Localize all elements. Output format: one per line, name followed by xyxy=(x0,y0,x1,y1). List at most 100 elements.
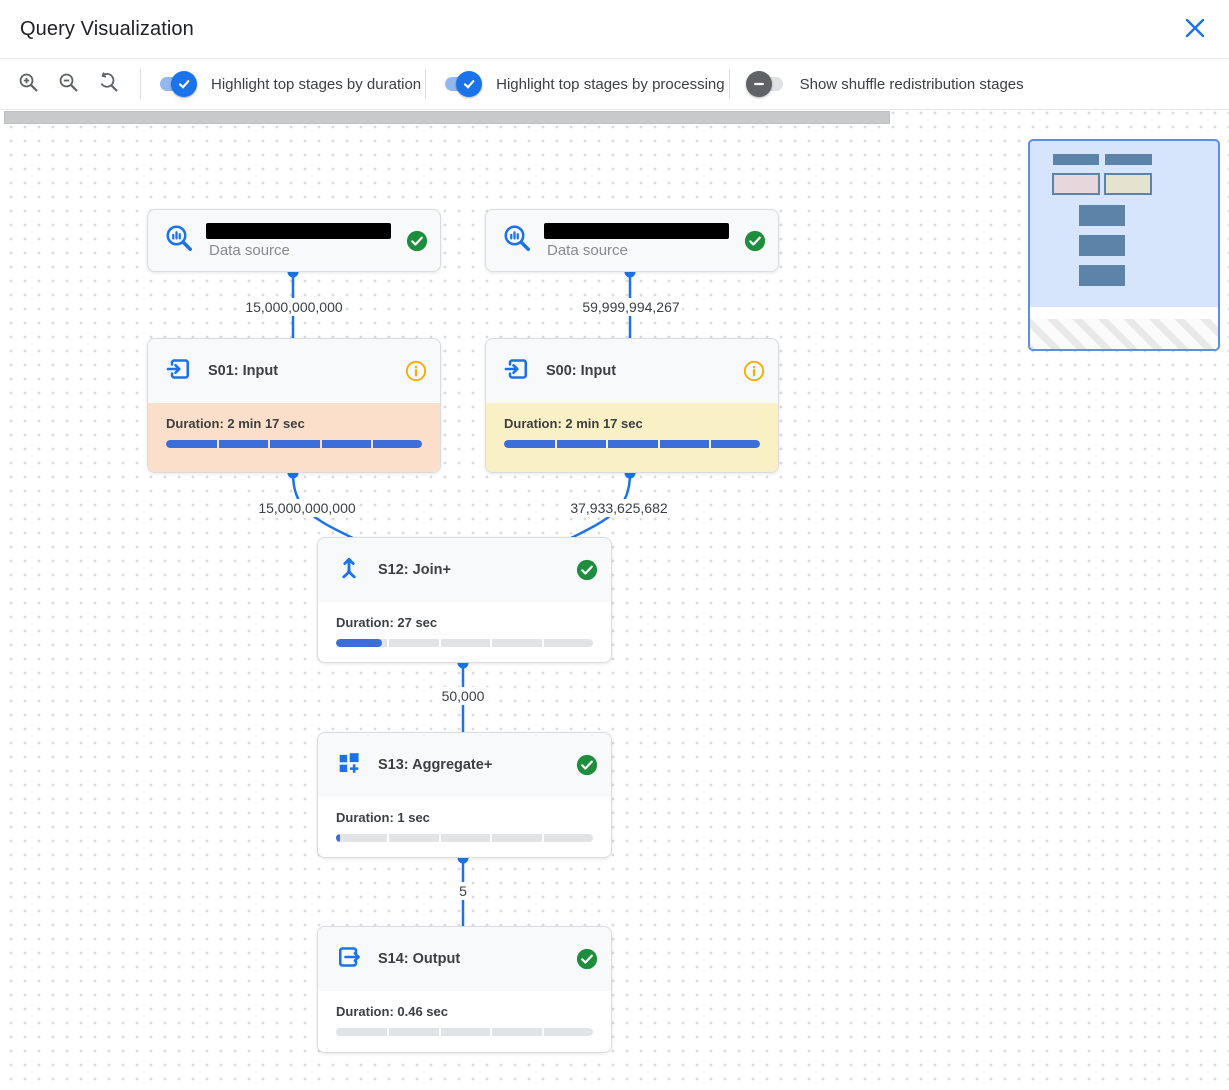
duration-progress-bar xyxy=(336,639,593,647)
progress-fill xyxy=(336,639,383,647)
node-stage-s00-input[interactable]: S00: Input Duration: 2 min 17 sec xyxy=(485,338,779,473)
zoom-out-icon xyxy=(57,71,81,98)
stage-header: S14: Output xyxy=(318,927,611,991)
progress-fill xyxy=(336,834,340,842)
edge-row-count: 59,999,994,267 xyxy=(579,298,683,316)
minimap-node xyxy=(1053,154,1099,165)
highlight-processing-label: Highlight top stages by processing xyxy=(496,75,725,93)
progress-fill xyxy=(504,440,760,448)
zoom-in-icon xyxy=(17,71,41,98)
stage-title: S14: Output xyxy=(378,951,461,967)
input-icon xyxy=(503,355,531,388)
data-source-label: Data source xyxy=(547,241,628,259)
stage-title: S01: Input xyxy=(208,363,279,379)
success-check-icon xyxy=(576,948,598,970)
minimap-node xyxy=(1079,235,1125,256)
success-check-icon xyxy=(576,754,598,776)
toolbar-divider xyxy=(140,69,141,99)
duration-label: Duration: 27 sec xyxy=(336,615,438,630)
close-button[interactable] xyxy=(1181,15,1209,43)
info-icon[interactable] xyxy=(743,360,765,382)
toolbar-divider xyxy=(728,69,730,99)
page-title: Query Visualization xyxy=(20,17,194,40)
node-data-source-2[interactable]: Data source xyxy=(485,209,779,272)
zoom-reset-icon xyxy=(97,71,121,98)
success-check-icon xyxy=(406,230,428,252)
node-stage-s01-input[interactable]: S01: Input Duration: 2 min 17 sec xyxy=(147,338,441,473)
stage-duration-section: Duration: 1 sec xyxy=(318,797,611,857)
node-data-source-1[interactable]: Data source xyxy=(147,209,441,272)
zoom-in-button[interactable] xyxy=(16,71,42,97)
edge-row-count: 5 xyxy=(456,882,470,900)
output-icon xyxy=(335,943,363,976)
data-source-info: Data source xyxy=(206,222,398,259)
edge-row-count: 37,933,625,682 xyxy=(567,499,671,517)
stage-duration-section: Duration: 27 sec xyxy=(318,602,611,662)
highlight-duration-toggle[interactable] xyxy=(157,71,197,97)
minimap-empty-strip xyxy=(1030,307,1218,319)
redacted-table-name xyxy=(206,222,391,239)
data-source-label: Data source xyxy=(209,241,290,259)
toolbar: Highlight top stages by duration Highlig… xyxy=(0,59,1229,110)
stage-header: S00: Input xyxy=(486,339,778,403)
horizontal-scrollbar[interactable] xyxy=(4,111,890,124)
stage-duration-section: Duration: 2 min 17 sec xyxy=(148,403,440,472)
show-shuffle-toggle[interactable] xyxy=(745,71,786,97)
toggle-knob-check-icon xyxy=(171,71,197,97)
data-source-icon xyxy=(164,223,194,258)
info-icon[interactable] xyxy=(405,360,427,382)
toggle-knob-minus-icon xyxy=(745,71,772,97)
aggregate-icon xyxy=(335,749,363,782)
success-check-icon xyxy=(576,559,598,581)
minimap-node-highlight-duration xyxy=(1052,173,1100,195)
duration-label: Duration: 2 min 17 sec xyxy=(504,416,643,431)
stage-header: S12: Join+ xyxy=(318,538,611,602)
redacted-table-name xyxy=(544,222,729,239)
minimap-node xyxy=(1079,265,1125,286)
node-stage-s14-output[interactable]: S14: Output Duration: 0.46 sec xyxy=(317,926,612,1053)
close-icon xyxy=(1183,16,1207,43)
stage-title: S00: Input xyxy=(546,363,617,379)
duration-label: Duration: 0.46 sec xyxy=(336,1004,448,1019)
edge-row-count: 15,000,000,000 xyxy=(255,499,359,517)
zoom-out-button[interactable] xyxy=(56,71,82,97)
toolbar-divider xyxy=(425,69,427,99)
minimap-node xyxy=(1079,205,1125,226)
highlight-processing-toggle[interactable] xyxy=(442,71,483,97)
minimap-out-of-bounds-hatch xyxy=(1030,319,1218,349)
duration-label: Duration: 2 min 17 sec xyxy=(166,416,305,431)
stage-duration-section: Duration: 0.46 sec xyxy=(318,991,611,1052)
duration-progress-bar xyxy=(336,834,593,842)
input-icon xyxy=(165,355,193,388)
join-icon xyxy=(335,554,363,587)
node-stage-s12-join[interactable]: S12: Join+ Duration: 27 sec xyxy=(317,537,612,663)
graph-canvas[interactable]: 15,000,000,000 59,999,994,267 15,000,000… xyxy=(0,110,1229,1090)
data-source-info: Data source xyxy=(544,222,736,259)
toggle-group-shuffle: Show shuffle redistribution stages xyxy=(745,71,1024,97)
zoom-reset-button[interactable] xyxy=(96,71,122,97)
duration-progress-bar xyxy=(336,1028,593,1036)
highlight-duration-label: Highlight top stages by duration xyxy=(211,75,422,93)
toggle-group-duration: Highlight top stages by duration xyxy=(157,71,421,97)
stage-title: S13: Aggregate+ xyxy=(378,757,493,773)
stage-header: S13: Aggregate+ xyxy=(318,733,611,797)
minimap-node xyxy=(1105,154,1152,165)
duration-progress-bar xyxy=(166,440,422,448)
graph-minimap[interactable] xyxy=(1028,139,1220,351)
edge-row-count: 15,000,000,000 xyxy=(242,298,346,316)
stage-title: S12: Join+ xyxy=(378,562,451,578)
duration-progress-bar xyxy=(504,440,760,448)
stage-header: S01: Input xyxy=(148,339,440,403)
stage-duration-section: Duration: 2 min 17 sec xyxy=(486,403,778,472)
dialog-header: Query Visualization xyxy=(0,0,1229,59)
edge-row-count: 50,000 xyxy=(438,687,488,705)
toggle-knob-check-icon xyxy=(456,71,483,97)
data-source-icon xyxy=(502,223,532,258)
progress-fill xyxy=(166,440,422,448)
minimap-node-highlight-processing xyxy=(1104,173,1152,195)
toggle-group-processing: Highlight top stages by processing xyxy=(442,71,725,97)
node-stage-s13-aggregate[interactable]: S13: Aggregate+ Duration: 1 sec xyxy=(317,732,612,858)
success-check-icon xyxy=(744,230,766,252)
duration-label: Duration: 1 sec xyxy=(336,810,430,825)
